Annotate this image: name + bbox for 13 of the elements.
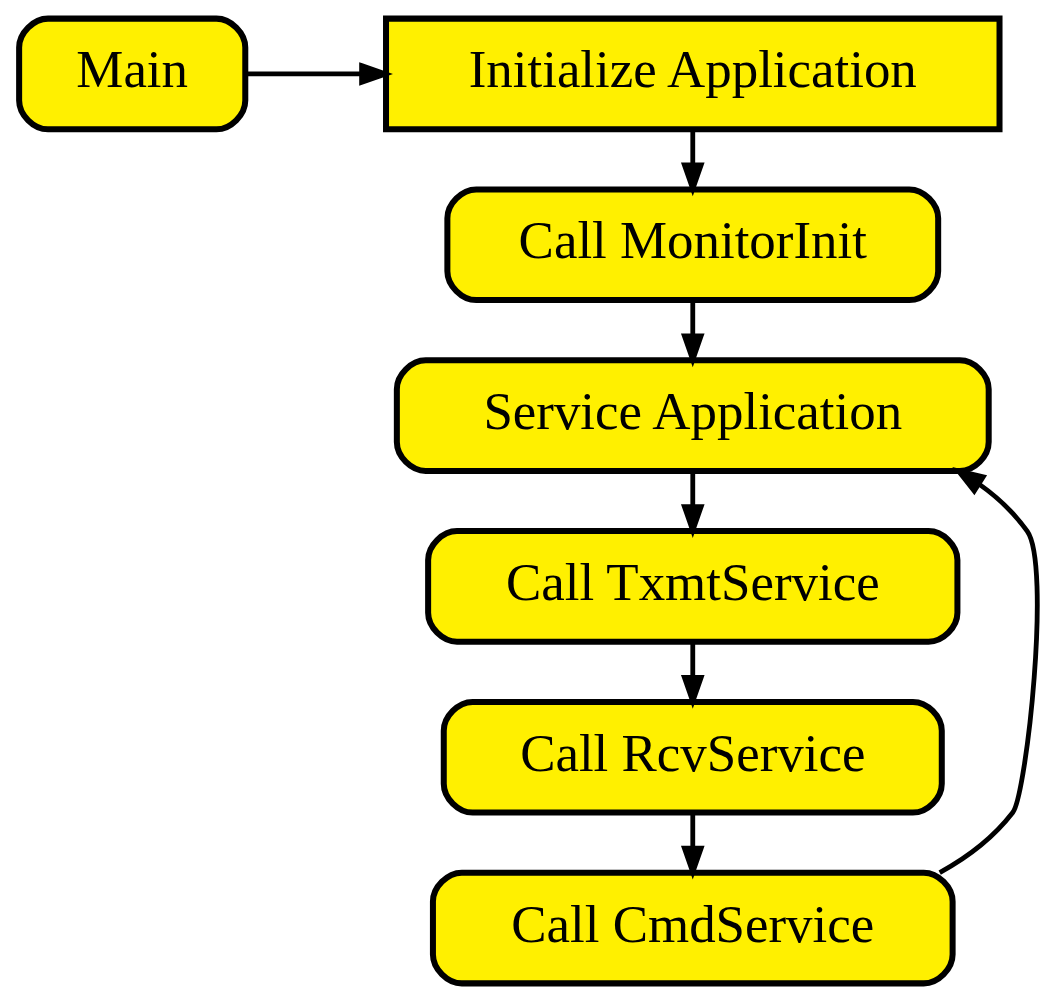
node-box: Main (16, 15, 249, 132)
node-box: Call RcvService (440, 698, 945, 816)
node-box: Service Application (393, 356, 992, 474)
node-box: Initialize Application (383, 15, 1003, 132)
arrow (938, 466, 1040, 875)
arrow (246, 61, 393, 86)
node-box: Call TxmtService (425, 527, 961, 645)
node-box: Call MonitorInit (444, 185, 942, 303)
node-box: Call CmdService (429, 869, 956, 986)
arrow (680, 129, 705, 196)
arrow (680, 641, 705, 709)
arrow (680, 300, 705, 367)
arrow (680, 812, 705, 880)
